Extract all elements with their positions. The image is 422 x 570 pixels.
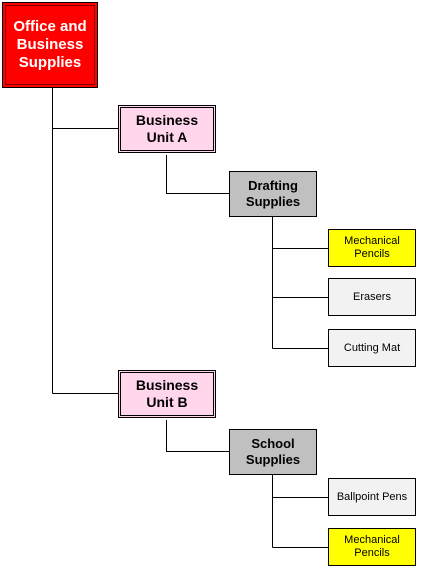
category-node-label: Drafting Supplies (245, 178, 301, 209)
leaf-node-label: Mechanical Pencils (344, 534, 400, 559)
root-node[interactable]: Office and Business Supplies (2, 2, 98, 88)
unit-node-label: Business Unit A (135, 112, 199, 145)
unit-node-b[interactable]: Business Unit B (118, 370, 216, 418)
root-node-label: Office and Business Supplies (13, 18, 87, 71)
leaf-node-label: Mechanical Pencils (344, 235, 400, 260)
unit-node-a[interactable]: Business Unit A (118, 105, 216, 153)
leaf-node-mechanical-pencils[interactable]: Mechanical Pencils (328, 528, 416, 566)
connector-unit-a-category (166, 155, 229, 194)
category-node-school[interactable]: School Supplies (229, 429, 317, 475)
leaf-node-erasers[interactable]: Erasers (328, 278, 416, 316)
leaf-node-mechanical-pencils[interactable]: Mechanical Pencils (328, 229, 416, 267)
category-node-label: School Supplies (245, 436, 301, 467)
category-node-drafting[interactable]: Drafting Supplies (229, 171, 317, 217)
leaf-node-label: Cutting Mat (343, 341, 401, 354)
unit-node-label: Business Unit B (135, 377, 199, 410)
leaf-node-label: Erasers (353, 290, 391, 303)
leaf-node-label: Ballpoint Pens (336, 490, 408, 503)
leaf-node-ballpoint-pens[interactable]: Ballpoint Pens (328, 478, 416, 516)
connector-unit-b-category (166, 420, 229, 452)
leaf-node-cutting-mat[interactable]: Cutting Mat (328, 329, 416, 367)
